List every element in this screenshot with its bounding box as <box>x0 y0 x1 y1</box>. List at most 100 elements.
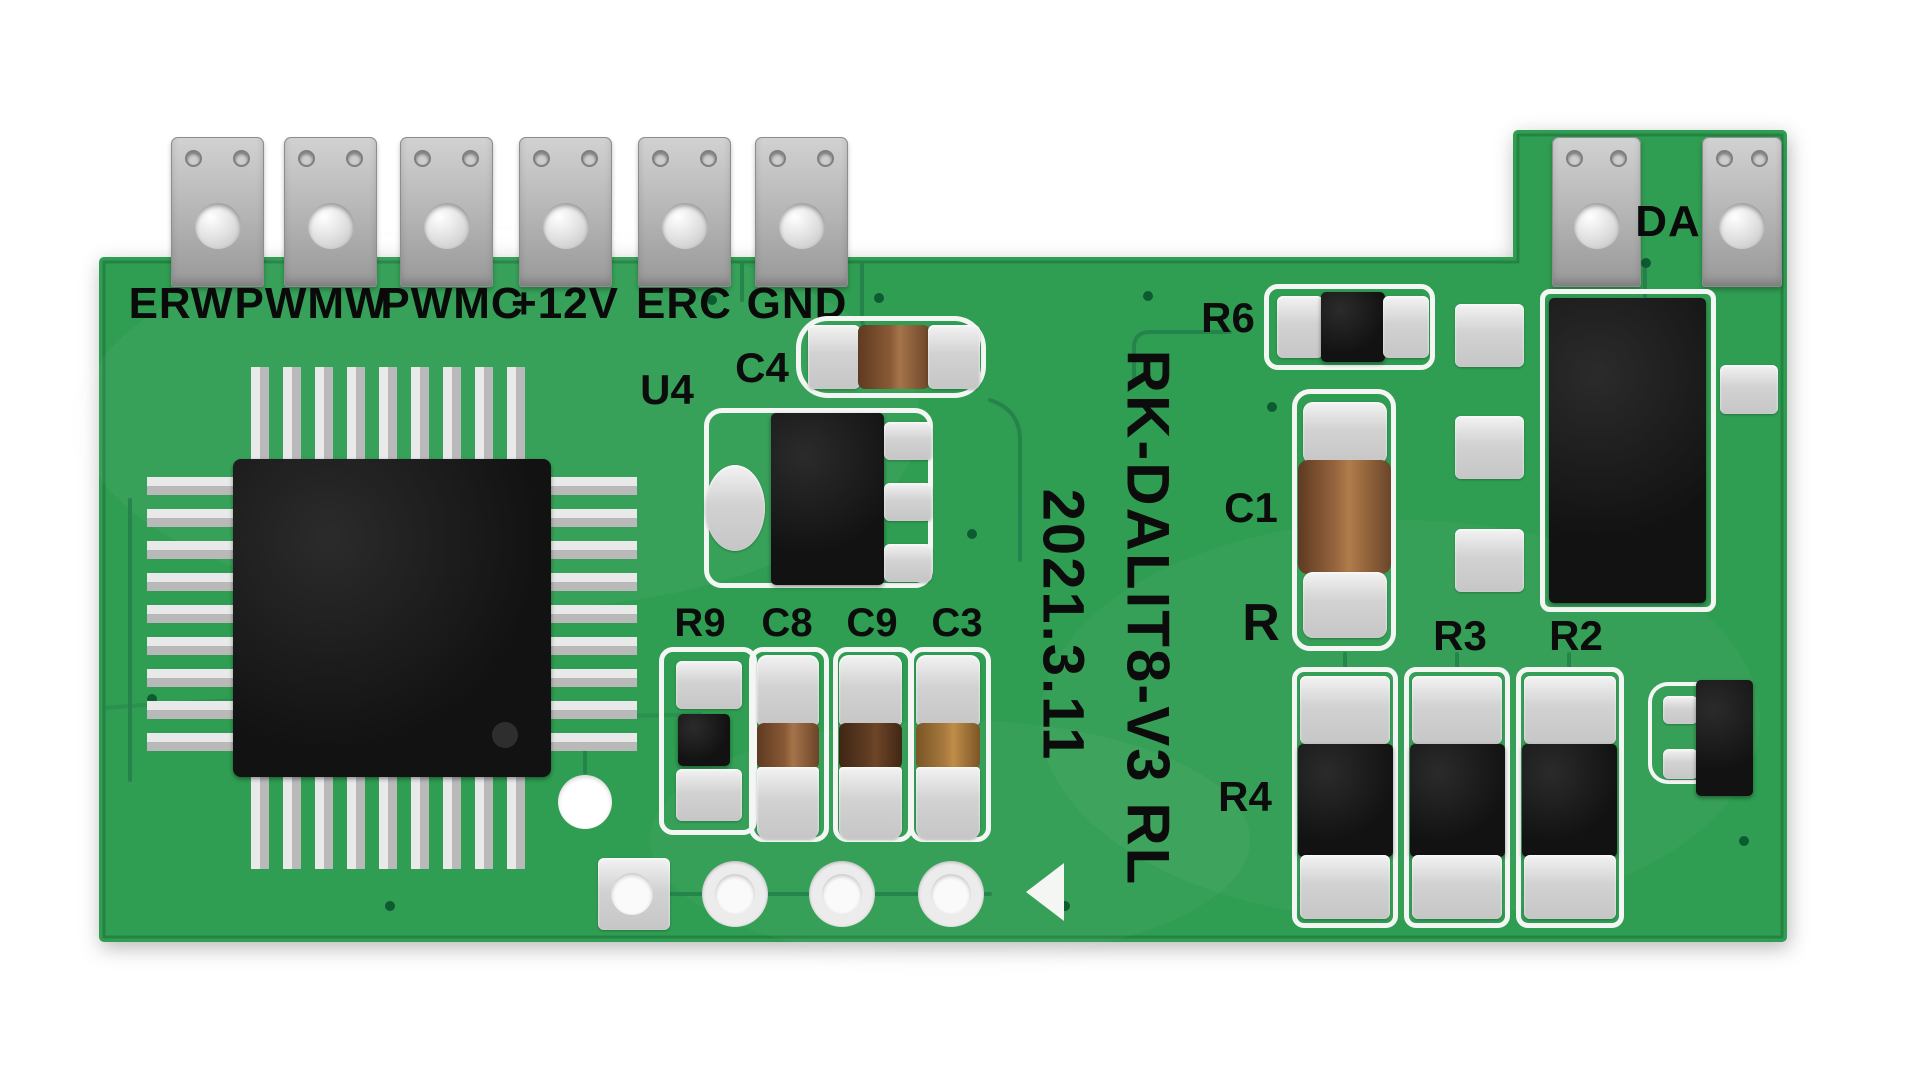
c9-end-cap <box>839 767 902 839</box>
ref-label-c4: C4 <box>735 344 789 391</box>
mcu-pins-left <box>147 477 233 759</box>
r4-pad <box>1300 855 1390 919</box>
c3-capacitor-body <box>916 723 980 769</box>
transistor-body <box>1696 680 1753 796</box>
c9-capacitor-body <box>839 723 902 769</box>
c4-end-cap <box>928 325 980 389</box>
r3-pad <box>1412 855 1502 919</box>
ref-label-r3: R3 <box>1433 612 1487 659</box>
r6-pad <box>1383 296 1429 358</box>
terminal-block-12v <box>519 137 612 287</box>
r9-pad <box>676 661 742 709</box>
terminal-block-da-right <box>1702 137 1782 287</box>
transistor-silkscreen-outline <box>1648 682 1702 784</box>
r2-pad <box>1524 676 1616 744</box>
terminal-wire-hole <box>542 203 589 249</box>
ref-label-r2: R2 <box>1549 612 1603 659</box>
r3-pad <box>1412 676 1502 744</box>
c8-capacitor-body <box>757 723 819 769</box>
through-hole <box>931 874 971 914</box>
u4-tab-pad <box>705 465 765 551</box>
silkscreen-arrow-marker <box>1026 863 1064 921</box>
c3-end-cap <box>916 767 980 839</box>
terminal-block-da-left <box>1552 137 1641 287</box>
r9-resistor-body <box>678 714 730 766</box>
terminal-screw-hole <box>817 150 834 167</box>
terminal-screw-hole <box>185 150 202 167</box>
regulator-pad <box>1455 416 1524 479</box>
terminal-label-12v: +12V <box>511 279 619 328</box>
c1-capacitor-body <box>1298 460 1391 574</box>
terminal-block-pwmw <box>284 137 377 287</box>
r2-pad <box>1524 855 1616 919</box>
r6-silkscreen-outline <box>1264 284 1435 370</box>
terminal-label-erw: ERW <box>128 279 234 328</box>
c4-end-cap <box>808 325 860 389</box>
regulator-body <box>1549 298 1706 603</box>
ref-label-r4: R4 <box>1218 773 1272 820</box>
c1-silkscreen-outline <box>1292 389 1396 651</box>
regulator-tab-pad <box>1720 365 1778 414</box>
c8-silkscreen-outline <box>749 647 829 842</box>
c8-end-cap <box>757 767 819 839</box>
through-hole <box>822 874 862 914</box>
mcu-pin1-marker <box>492 722 518 748</box>
terminal-label-da: DA <box>1635 197 1701 246</box>
terminal-block-erc <box>638 137 731 287</box>
ref-label-r: R <box>1242 594 1280 652</box>
u4-pad <box>884 422 932 460</box>
terminal-wire-hole <box>194 203 241 249</box>
r6-pad <box>1277 296 1323 358</box>
marking-date: 2021.3.11 <box>1030 488 1096 762</box>
terminal-block-pwmc <box>400 137 493 287</box>
r4-silkscreen-outline <box>1292 667 1398 928</box>
terminal-block-gnd <box>755 137 848 287</box>
ref-label-r9: R9 <box>674 601 726 645</box>
transistor-pad <box>1663 749 1698 779</box>
marking-model: RK-DALIT8-V3 RL <box>1114 349 1182 887</box>
terminal-screw-hole <box>652 150 669 167</box>
c3-end-cap <box>916 655 980 725</box>
r9-pad <box>676 769 742 821</box>
terminal-screw-hole <box>700 150 717 167</box>
regulator-silkscreen-outline <box>1540 289 1716 612</box>
c3-silkscreen-outline <box>909 647 991 842</box>
ref-label-c8: C8 <box>761 601 813 645</box>
r3-resistor-body <box>1410 744 1505 857</box>
terminal-block-erw <box>171 137 264 287</box>
terminal-screw-hole <box>1566 150 1583 167</box>
r4-pad <box>1300 676 1390 744</box>
terminal-wire-hole <box>778 203 825 249</box>
c8-end-cap <box>757 655 819 725</box>
c9-end-cap <box>839 655 902 725</box>
regulator-pad <box>1455 304 1524 367</box>
terminal-screw-hole <box>581 150 598 167</box>
terminal-label-erc: ERC <box>636 279 732 328</box>
terminal-wire-hole <box>661 203 708 249</box>
terminal-screw-hole <box>769 150 786 167</box>
u4-pad <box>884 483 932 521</box>
c1-end-cap <box>1303 572 1387 638</box>
ref-label-r6: R6 <box>1201 294 1255 341</box>
u4-chip-body <box>771 413 884 585</box>
r2-resistor-body <box>1522 744 1617 857</box>
terminal-screw-hole <box>462 150 479 167</box>
terminal-wire-hole <box>1719 203 1765 249</box>
c4-silkscreen-outline <box>796 316 986 398</box>
r4-resistor-body <box>1298 744 1393 857</box>
terminal-label-pwmw: PWMW <box>234 279 388 328</box>
terminal-screw-hole <box>346 150 363 167</box>
terminal-screw-hole <box>298 150 315 167</box>
terminal-wire-hole <box>307 203 354 249</box>
r2-silkscreen-outline <box>1516 667 1624 928</box>
terminal-screw-hole <box>233 150 250 167</box>
c4-capacitor-body <box>858 325 930 389</box>
r9-silkscreen-outline <box>659 647 757 835</box>
mounting-hole <box>558 775 612 829</box>
transistor-pad <box>1663 696 1698 724</box>
pcb-board-edge <box>102 133 1784 939</box>
through-hole <box>715 874 755 914</box>
terminal-wire-hole <box>423 203 470 249</box>
u4-pad <box>884 544 932 582</box>
